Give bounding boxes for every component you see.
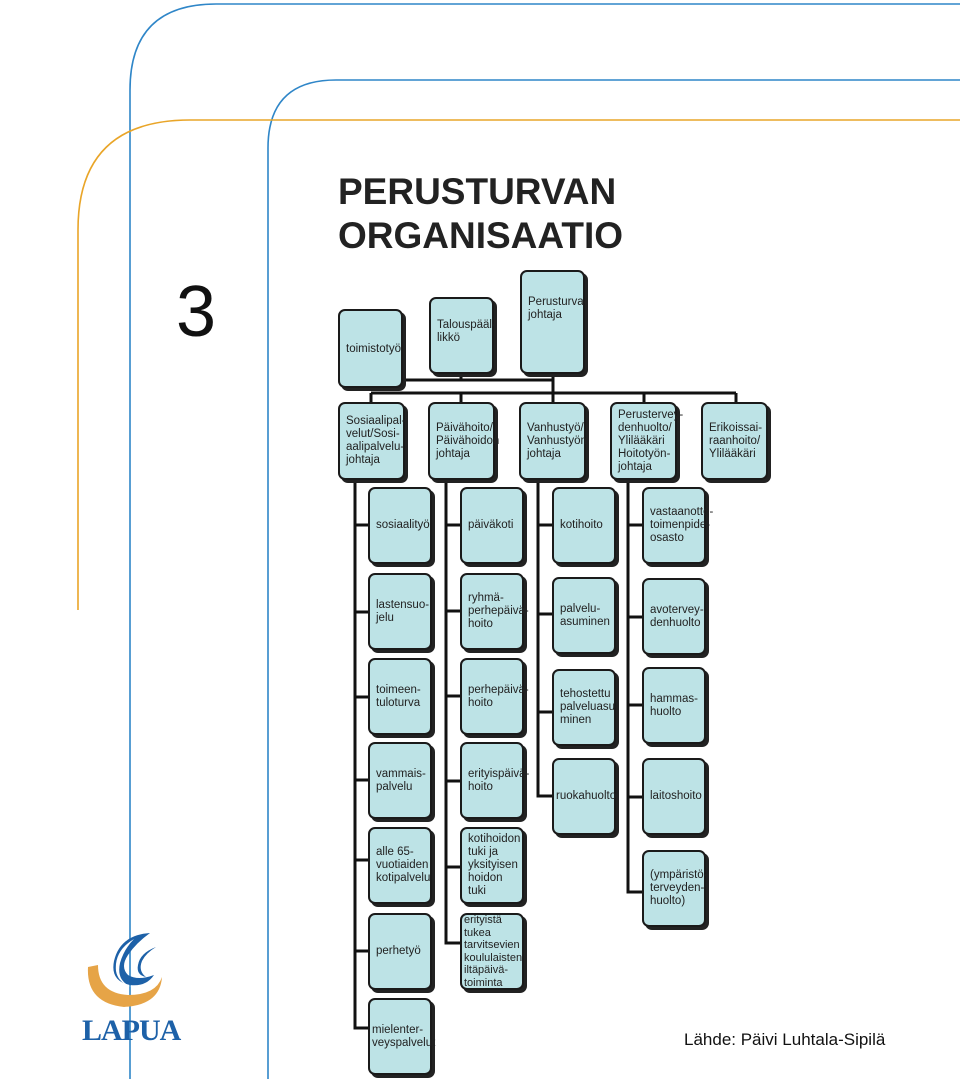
box-dept-erikoissairaanhoito: Erikoissai- raanhoito/ Ylilääkäri (701, 402, 768, 480)
box-ruokahuolto: ruokahuolto (552, 758, 616, 835)
outer-blue-curve (129, 3, 960, 1079)
box-laitoshoito: laitoshoito (642, 758, 706, 835)
title-line-1: PERUSTURVAN (338, 171, 617, 212)
page-title: PERUSTURVAN ORGANISAATIO (338, 170, 623, 258)
box-dept-sosiaalipalvelut: Sosiaalipal- velut/Sosi- aalipalvelu- jo… (338, 402, 405, 480)
box-toimistotyo: toimistotyö (338, 309, 403, 388)
box-vastaanotto: vastaanotto- toimenpide- osasto (642, 487, 713, 564)
box-ryhmaperhepaivahoito: ryhmä- perhepäivä- hoito (460, 573, 529, 650)
box-lastensuojelu: lastensuo- jelu (368, 573, 432, 650)
box-tehostettu-palveluasuminen: tehostettu palveluasu- minen (552, 669, 619, 746)
box-perhepaivahoito: perhepäivä- hoito (460, 658, 529, 735)
box-avoterveydenhuolto: avotervey- denhuolto (642, 578, 706, 655)
box-alle65-kotipalvelu: alle 65- vuotiaiden kotipalvelu (368, 827, 432, 904)
box-palveluasuminen: palvelu- asuminen (552, 577, 616, 654)
box-hammashuolto: hammas- huolto (642, 667, 706, 744)
box-mielenterveyspalvelut: mielenter- veyspalvelut (368, 998, 435, 1075)
page-number: 3 (176, 272, 217, 352)
box-erityispaivahoito: erityispäivä- hoito (460, 742, 529, 819)
box-sosiaalityo: sosiaalityö (368, 487, 432, 564)
inner-blue-curve (267, 79, 960, 1079)
box-dept-vanhustyo: Vanhustyö/ Vanhustyön johtaja (519, 402, 587, 480)
box-vammaispalvelu: vammais- palvelu (368, 742, 432, 819)
lapua-logo-icon (87, 933, 162, 1007)
box-dept-perusterveydenhuolto: Perustervey- denhuolto/ Ylilääkäri Hoito… (610, 402, 683, 480)
box-paivakoti: päiväkoti (460, 487, 524, 564)
box-toimeentuloturva: toimeen- tuloturva (368, 658, 432, 735)
box-kotihoidon-tuki: kotihoidon tuki ja yksityisen hoidon tuk… (460, 827, 524, 904)
source-credit: Lähde: Päivi Luhtala-Sipilä (684, 1030, 886, 1049)
box-perhetyo: perhetyö (368, 913, 432, 990)
box-talouspaallikko: Talouspääl- likkö (429, 297, 496, 374)
box-perusturvajohtaja: Perusturva- johtaja (520, 270, 587, 374)
box-dept-paivahoito: Päivähoito/ Päivähoidon johtaja (428, 402, 499, 480)
box-iltapaivatoiminta: erityistä tukea tarvitsevien koululaiste… (460, 913, 524, 990)
box-ymparistoterveydenhuolto: (ympäristö- terveyden- huolto) (642, 850, 708, 927)
orange-curve (77, 119, 960, 610)
box-kotihoito: kotihoito (552, 487, 616, 564)
lapua-logo-text: LAPUA (82, 1014, 181, 1047)
title-line-2: ORGANISAATIO (338, 215, 624, 256)
